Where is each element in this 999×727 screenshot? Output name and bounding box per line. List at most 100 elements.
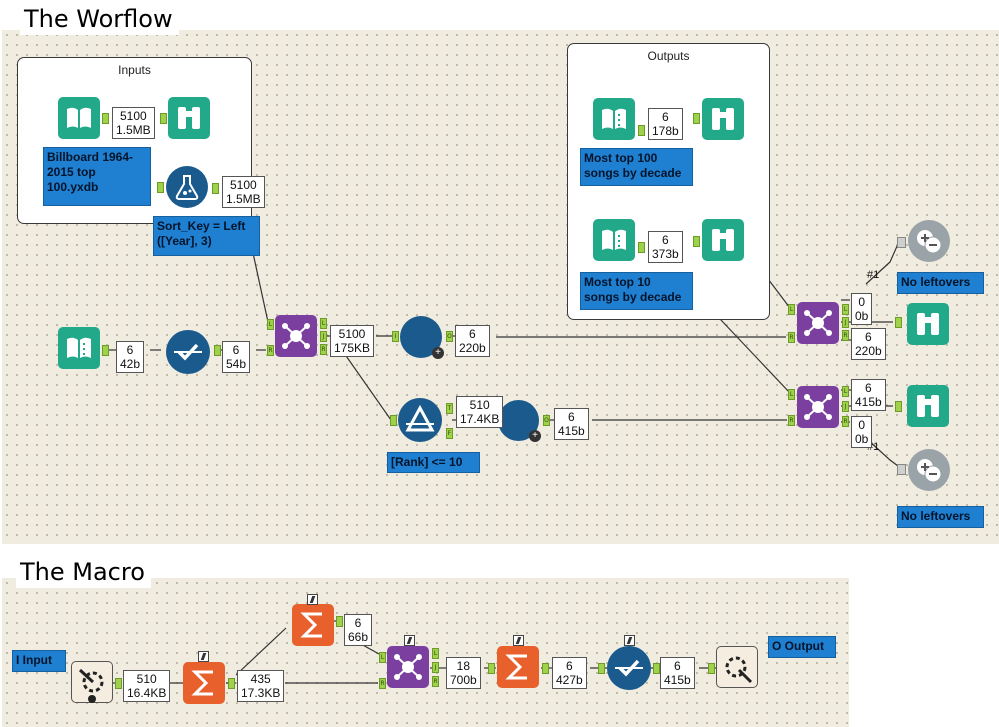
join-left-anchor[interactable]: L [788, 304, 795, 315]
summarize-tool[interactable] [292, 604, 334, 646]
join-left-anchor[interactable]: L [379, 652, 386, 663]
filter-tool[interactable] [398, 398, 442, 442]
select-tool[interactable] [166, 330, 210, 374]
binoculars-icon [712, 229, 734, 251]
join-j-output[interactable]: J [432, 662, 439, 673]
input-anchor[interactable] [708, 663, 715, 674]
join-left-anchor[interactable]: L [788, 389, 795, 400]
input-anchor[interactable]: I [392, 331, 399, 342]
join-r-output[interactable]: R [432, 676, 439, 687]
output-anchor[interactable]: O [543, 415, 550, 426]
input-anchor[interactable] [157, 182, 164, 193]
join-r-output[interactable]: R [842, 416, 849, 427]
connection-label: #1 [867, 269, 880, 281]
output-anchor[interactable] [228, 678, 235, 689]
join-left-anchor[interactable]: L [267, 319, 274, 330]
summarize-tool[interactable] [183, 662, 225, 704]
join-tool[interactable] [797, 386, 839, 428]
browse-tool[interactable] [907, 385, 949, 427]
join-right-anchor[interactable]: R [788, 415, 795, 426]
binoculars-icon [917, 313, 939, 335]
output-anchor[interactable]: O [446, 331, 453, 342]
input-anchor[interactable] [895, 317, 902, 328]
workflow-title: The Worflow [20, 3, 179, 35]
join-r-output[interactable]: R [842, 330, 849, 341]
join-tool[interactable] [797, 302, 839, 344]
input-anchor[interactable] [390, 415, 397, 426]
book-icon [67, 337, 91, 358]
binoculars-icon [917, 395, 939, 417]
output-anchor[interactable] [336, 616, 343, 627]
join-tool[interactable] [275, 315, 317, 357]
join-l-output[interactable]: L [320, 318, 327, 329]
sigma-icon [191, 670, 213, 696]
lightning-icon [404, 635, 415, 646]
input-anchor[interactable] [895, 401, 902, 412]
input-anchor[interactable] [598, 663, 605, 674]
lightning-icon [307, 594, 318, 605]
browse-tool[interactable] [168, 97, 210, 139]
output-anchor[interactable] [653, 663, 660, 674]
join-tool[interactable] [387, 646, 429, 688]
join-l-output[interactable]: L [842, 304, 849, 315]
input-anchor[interactable] [638, 125, 645, 136]
browse-tool[interactable] [702, 219, 744, 261]
input-anchor[interactable] [160, 113, 167, 124]
output-data-tool[interactable] [593, 219, 635, 261]
plus-icon: + [529, 430, 541, 442]
output-anchor[interactable] [115, 678, 122, 689]
macro-canvas[interactable] [2, 578, 849, 727]
input-anchor[interactable] [693, 236, 700, 247]
output-anchor[interactable] [102, 113, 109, 124]
binoculars-icon [178, 107, 200, 129]
macro-output-tool[interactable] [716, 646, 758, 688]
input-anchor[interactable] [638, 242, 645, 253]
message-tool[interactable] [908, 449, 950, 491]
plus-icon: + [432, 347, 444, 359]
checkmark-icon [615, 659, 643, 677]
macro-input-tool[interactable] [71, 661, 113, 703]
input-anchor[interactable] [897, 464, 906, 475]
input-anchor[interactable] [693, 113, 700, 124]
output-anchor[interactable] [102, 345, 109, 356]
output-anchor[interactable] [212, 183, 219, 194]
summarize-tool[interactable] [497, 646, 539, 688]
input-anchor[interactable] [488, 663, 495, 674]
join-l-output[interactable]: L [842, 386, 849, 397]
join-right-anchor[interactable]: R [267, 345, 274, 356]
no-leftovers-annotation: No leftovers [897, 506, 984, 528]
input-data-tool[interactable] [58, 97, 100, 139]
input-anchor[interactable] [897, 237, 906, 248]
join-icon [394, 654, 422, 680]
formula-tool[interactable] [166, 166, 208, 208]
join-r-output[interactable]: R [320, 344, 327, 355]
browse-tool[interactable] [907, 303, 949, 345]
filter-true-anchor[interactable]: T [446, 403, 453, 414]
output-anchor[interactable] [542, 663, 549, 674]
lightning-icon [513, 635, 524, 646]
join-right-anchor[interactable]: R [379, 678, 386, 689]
select-tool[interactable] [607, 646, 651, 690]
output-data-tool[interactable] [593, 98, 635, 140]
join-right-anchor[interactable]: R [788, 332, 795, 343]
browse-tool[interactable] [702, 98, 744, 140]
output-anchor[interactable] [214, 345, 221, 356]
join-icon [282, 323, 310, 349]
join-j-output[interactable]: J [320, 331, 327, 342]
message-tool[interactable] [908, 220, 950, 262]
join-j-output[interactable]: J [842, 317, 849, 328]
filter-false-anchor[interactable]: F [446, 428, 453, 439]
join-j-output[interactable]: J [842, 401, 849, 412]
text-input-tool[interactable] [58, 327, 100, 369]
join-l-output[interactable]: L [432, 648, 439, 659]
